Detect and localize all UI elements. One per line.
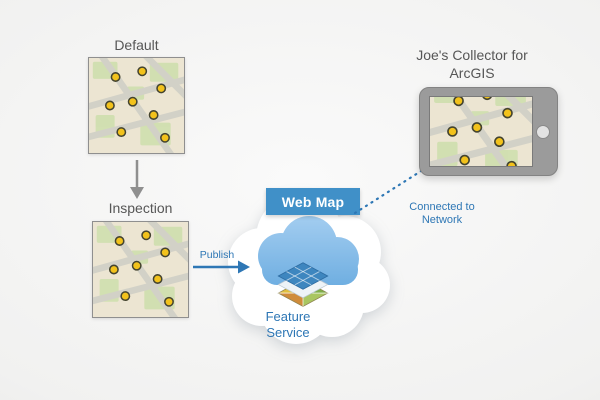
connected-to-network-label: Connected to Network xyxy=(409,201,475,227)
inspection-map-thumbnail xyxy=(92,221,189,318)
default-map-thumbnail xyxy=(88,57,185,154)
inspection-map-image xyxy=(93,222,188,317)
default-map-label: Default xyxy=(114,37,159,53)
publish-label: Publish xyxy=(199,249,235,261)
device-label: Joe's Collector for ArcGIS xyxy=(416,47,528,82)
tablet-map-image xyxy=(430,97,532,166)
inner-blue-cloud-icon xyxy=(258,216,359,285)
web-map-badge: Web Map xyxy=(266,188,360,215)
inspection-map-label: Inspection xyxy=(108,200,173,216)
feature-service-label: Feature Service xyxy=(265,309,311,340)
tablet-home-button xyxy=(536,124,550,139)
tablet-screen-map xyxy=(429,96,533,167)
tablet-device xyxy=(419,87,558,176)
default-map-image xyxy=(89,58,184,153)
right-arrow-icon xyxy=(193,260,250,274)
map-layers-icon xyxy=(277,262,329,307)
down-arrow-icon xyxy=(130,160,144,199)
